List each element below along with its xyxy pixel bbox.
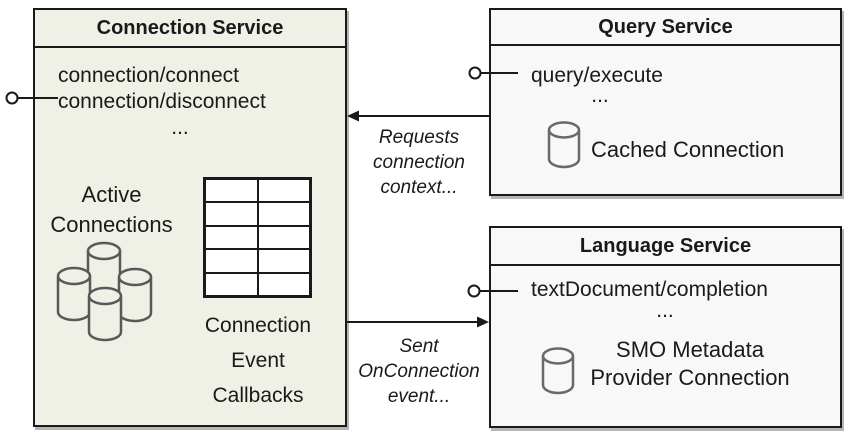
table-cell [205,272,258,296]
table-cell [205,202,258,226]
ellipsis-label: ... [171,116,189,139]
method-label: query/execute [531,64,663,87]
table-cell [205,179,258,203]
database-icon [547,121,581,169]
cached-connection-label: Cached Connection [591,137,785,162]
method-label: connection/disconnect [58,90,266,113]
table-cell [205,249,258,273]
requests-connection-arrow [347,110,489,122]
smo-metadata-provider-label: SMO Metadata Provider Connection [590,337,790,390]
connection-methods: connection/connect connection/disconnect… [58,63,302,141]
table-cell [257,202,310,226]
connection-service-title: Connection Service [35,10,345,48]
table-cell [205,225,258,250]
ellipsis-label: ... [656,299,674,322]
active-connections-label: Active Connections [50,182,173,237]
arrowhead-left-icon [347,110,359,122]
requests-connection-context-label: Requests connection context... [373,127,465,198]
table-cell [257,249,310,273]
ellipsis-label: ... [591,84,609,107]
method-label: connection/connect [58,64,239,87]
sent-onconnection-event-label: Sent OnConnection event... [358,336,480,407]
language-service-box: Language Service [489,226,842,428]
database-cluster-icon [55,241,165,347]
database-icon [541,347,575,395]
method-label: textDocument/completion [531,278,768,301]
table-cell [257,225,310,250]
connection-event-callbacks-label: Connection Event Callbacks [204,314,312,407]
query-service-title: Query Service [491,10,840,46]
table-cell [257,179,310,203]
onconnection-event-arrow [347,316,489,328]
callbacks-table [203,177,312,298]
language-service-title: Language Service [491,228,840,266]
query-service-box: Query Service [489,8,842,196]
arrowhead-right-icon [477,316,489,328]
table-cell [257,272,310,296]
